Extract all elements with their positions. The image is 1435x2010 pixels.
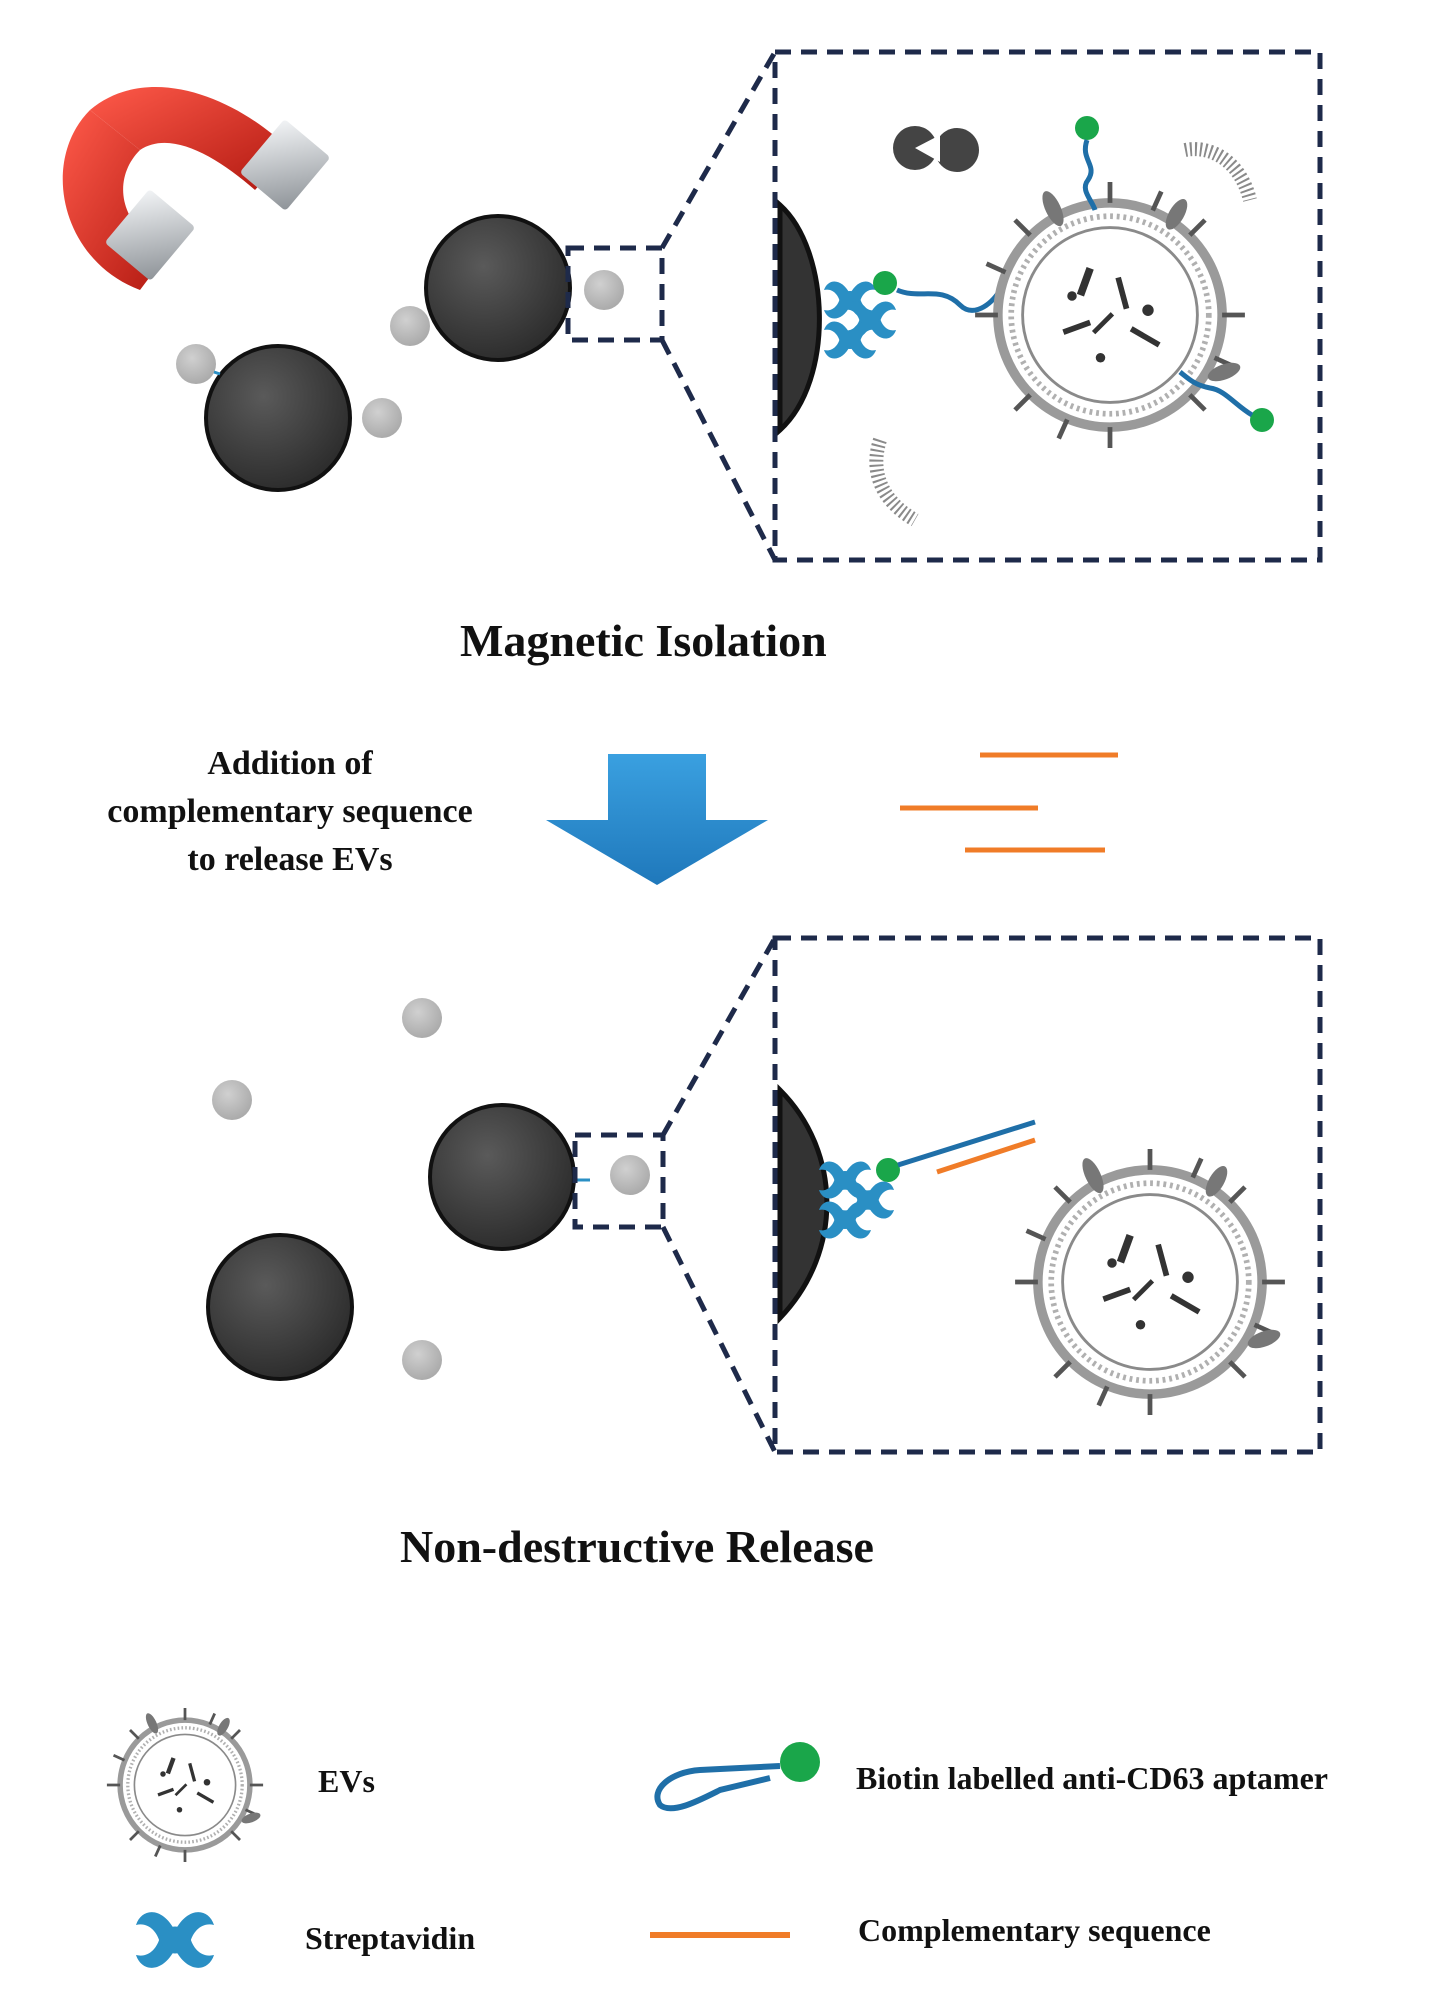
title-magnetic-isolation: Magnetic Isolation [460, 615, 827, 666]
arrow-caption-line2: complementary sequence [107, 793, 473, 830]
arrow-caption-line3: to release EVs [187, 841, 393, 878]
aptamer-complex [876, 1119, 1036, 1182]
streptavidin-icon [824, 321, 876, 359]
legend-aptamer-icon [654, 1742, 820, 1812]
free-ev-particle [212, 1080, 252, 1120]
captured-ev-particle [390, 306, 430, 346]
free-aptamer [1075, 116, 1099, 211]
magnetic-bead [204, 344, 352, 492]
legend-label-evs: EVs [318, 1763, 375, 1799]
magnet-icon [62, 87, 329, 290]
free-ev-particle [402, 1340, 442, 1380]
bead-surface [777, 1083, 830, 1325]
captured-ev-particle [176, 344, 221, 384]
bound-aptamer [1178, 370, 1274, 432]
magnetic-bead [424, 214, 572, 362]
aptamer-bound [873, 271, 1003, 313]
legend-streptavidin-icon [136, 1912, 214, 1968]
debris-icon [893, 126, 979, 173]
down-arrow-icon [546, 754, 768, 885]
bead-surface [777, 199, 822, 436]
legend-label-streptavidin: Streptavidin [305, 1920, 476, 1956]
magnetic-bead [428, 1103, 590, 1251]
arrow-caption: Addition of complementary sequence to re… [70, 740, 510, 884]
free-ev-particle [610, 1155, 650, 1195]
released-ev-vesicle [1015, 1149, 1285, 1415]
complementary-sequence-strands [900, 752, 1118, 853]
magnetic-bead [206, 1233, 354, 1381]
title-non-destructive-release: Non-destructive Release [400, 1521, 874, 1572]
zoom-callout [572, 935, 1323, 1455]
membrane-fragment [869, 142, 1257, 527]
free-ev-particle [402, 998, 442, 1038]
captured-ev-particle [584, 270, 624, 310]
arrow-caption-line1: Addition of [207, 745, 373, 782]
legend-label-complementary: Complementary sequence [858, 1912, 1211, 1948]
zoom-callout [565, 49, 1323, 563]
captured-ev-particle [362, 398, 402, 438]
legend-ev-icon [107, 1708, 263, 1862]
ev-vesicle [975, 182, 1245, 448]
legend-label-aptamer: Biotin labelled anti-CD63 aptamer [856, 1760, 1328, 1796]
